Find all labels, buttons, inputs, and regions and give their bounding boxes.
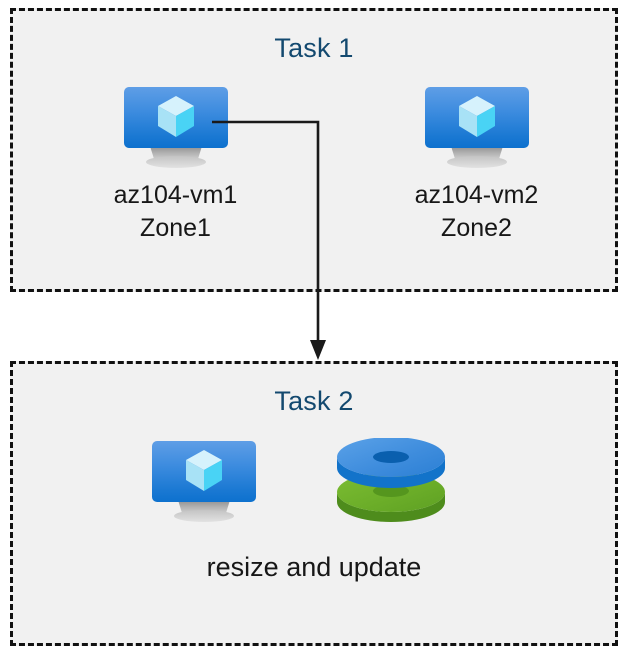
vm-node-az104-vm1[interactable]: az104-vm1 Zone1	[59, 87, 292, 244]
task-2-title: Task 2	[274, 386, 354, 416]
task-2-caption: resize and update	[206, 552, 422, 582]
vm-node-task2[interactable]	[129, 441, 279, 525]
vm-zone: Zone2	[441, 213, 512, 242]
task-2-container: Task 2	[10, 361, 618, 646]
disks-icon[interactable]	[333, 437, 449, 530]
virtual-machine-glyph	[152, 441, 256, 522]
vm-node-az104-vm2[interactable]: az104-vm2 Zone2	[360, 87, 593, 244]
task-1-title: Task 1	[274, 33, 354, 63]
virtual-machine-glyph	[123, 87, 228, 168]
disks-glyph	[337, 437, 445, 522]
virtual-machine-icon	[120, 87, 232, 171]
task-1-container: Task 1	[10, 8, 618, 292]
virtual-machine-icon	[148, 441, 260, 525]
vm-label-group: az104-vm2 Zone2	[360, 179, 593, 244]
vm-name: az104-vm1	[113, 181, 238, 209]
vm-name: az104-vm2	[414, 181, 539, 209]
vm-zone: Zone1	[140, 213, 211, 242]
down-arrow-icon	[310, 340, 326, 360]
virtual-machine-icon	[421, 87, 533, 171]
vm-label-group: az104-vm1 Zone1	[59, 179, 292, 244]
virtual-machine-glyph	[424, 87, 529, 168]
